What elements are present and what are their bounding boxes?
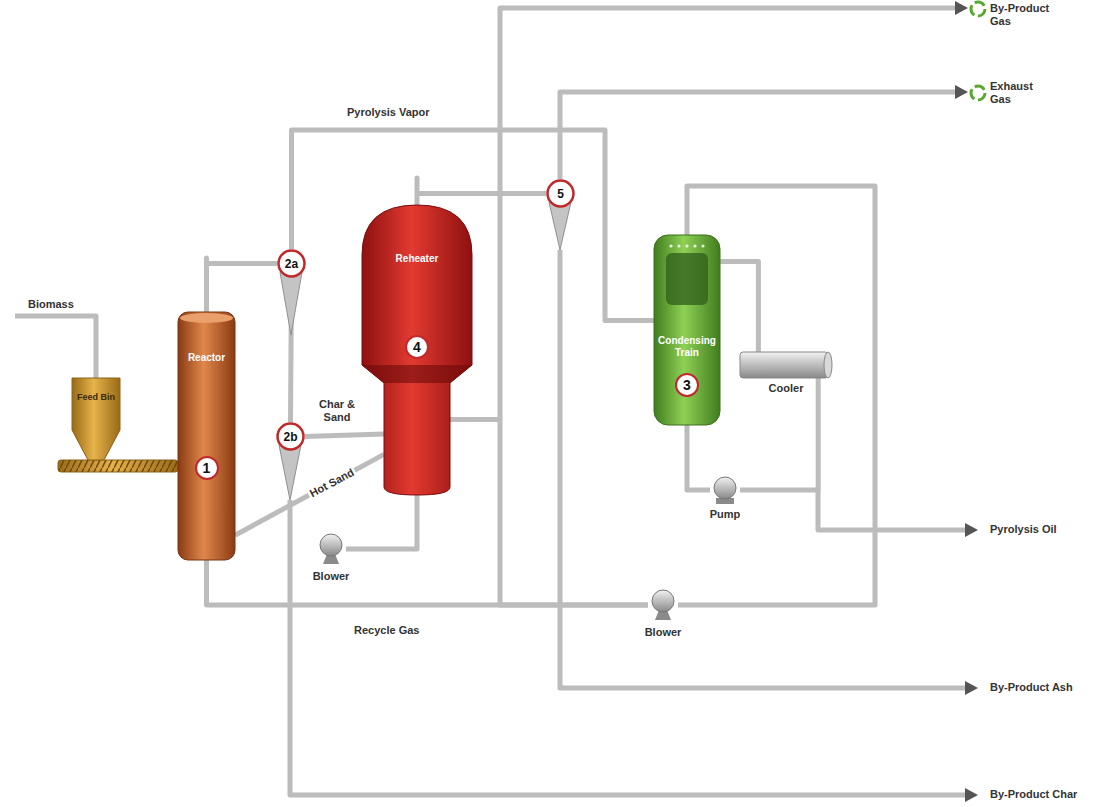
edge-label: Pyrolysis Vapor xyxy=(345,106,432,119)
pump-casing xyxy=(714,477,736,499)
edge-label: Char & Sand xyxy=(310,398,364,424)
pipe-connector xyxy=(720,262,758,352)
node-label: 5 xyxy=(557,187,564,201)
outlet-label: Pyrolysis Oil xyxy=(990,523,1057,536)
cyclone-cone xyxy=(280,272,302,335)
node-shape xyxy=(178,312,235,560)
spray-nozzle xyxy=(677,244,680,247)
pump: Pump xyxy=(710,476,740,504)
callout-circle xyxy=(279,251,305,277)
node-label: 2a xyxy=(285,257,298,271)
gas-outlet-pipe xyxy=(500,8,955,420)
spray-nozzle xyxy=(669,244,672,247)
pipe-connector xyxy=(305,434,384,436)
pipe-connector xyxy=(292,130,655,321)
pipe-connector xyxy=(235,454,384,535)
node-shape xyxy=(648,590,678,620)
blower: Blower xyxy=(648,590,678,620)
node-shape xyxy=(72,378,120,460)
reheater-vessel: Reheater 4 xyxy=(362,205,472,495)
cyclone-cone xyxy=(549,202,571,250)
char-pipe xyxy=(290,500,965,795)
callout-number: 4 xyxy=(405,335,429,359)
cooler-shell xyxy=(740,352,828,378)
node-label: Pump xyxy=(710,508,741,521)
arrow-head xyxy=(965,523,978,537)
cyclone-callout: 2b xyxy=(276,422,305,451)
reactor-body xyxy=(178,312,235,560)
node-label: Blower xyxy=(645,626,682,639)
pipe-connector xyxy=(687,425,710,490)
condensing-train: Condensing Train 3 xyxy=(654,235,720,425)
blower: Blower xyxy=(316,534,346,564)
callout-circle xyxy=(278,424,304,450)
arrow-head xyxy=(965,788,978,802)
feed-bin: Feed Bin xyxy=(72,378,120,460)
recycle-icon xyxy=(971,2,985,16)
pipe-connector xyxy=(417,178,546,205)
node-shape xyxy=(316,534,346,564)
condenser-body xyxy=(654,235,720,425)
callout-number: 3 xyxy=(675,373,699,397)
connector-group xyxy=(96,130,875,605)
arrow-head xyxy=(955,85,968,99)
spray-nozzle xyxy=(685,244,688,247)
pipe-connector xyxy=(346,495,417,549)
outlet-label: By-Product Ash xyxy=(990,681,1073,694)
pipe-connector xyxy=(740,378,818,490)
recycle-icon xyxy=(971,86,985,100)
screw-thread xyxy=(58,460,178,472)
reactor-vessel: Reactor 1 xyxy=(178,312,235,560)
node-label: Blower xyxy=(313,570,350,583)
hopper-body xyxy=(72,378,120,460)
biomass-pipe xyxy=(15,316,96,378)
reheater-body xyxy=(362,205,472,495)
node-label: Reactor xyxy=(188,352,225,364)
spray-nozzle xyxy=(693,244,696,247)
oil-pipe xyxy=(818,490,965,530)
blower-casing xyxy=(652,590,674,612)
outlet-label: By-Product Gas xyxy=(990,2,1060,28)
blower-casing xyxy=(320,534,342,556)
edge-label: Recycle Gas xyxy=(352,624,421,637)
ash-pipe xyxy=(560,250,965,688)
arrow-head xyxy=(955,1,968,15)
pipe-connector xyxy=(207,560,649,605)
spray-nozzle xyxy=(701,244,704,247)
cooler-end xyxy=(824,352,832,378)
demister xyxy=(666,253,708,305)
outlet-label: By-Product Char xyxy=(990,788,1077,801)
outlet-label: Exhaust Gas xyxy=(990,80,1052,106)
callout-number: 1 xyxy=(195,456,219,480)
node-label: Cooler xyxy=(769,382,804,395)
pipe-connector xyxy=(207,258,278,312)
cooler: Cooler xyxy=(740,352,832,378)
cyclone-cone xyxy=(279,445,301,500)
cyclone-callout: 5 xyxy=(546,179,575,208)
edge-label: Hot Sand xyxy=(306,465,358,501)
arrow-head xyxy=(965,681,978,695)
cyclone-callout: 2a xyxy=(277,249,306,278)
node-label: Condensing Train xyxy=(657,335,717,359)
node-label: Feed Bin xyxy=(77,392,115,402)
node-shape xyxy=(710,476,740,504)
exhaust-pipe xyxy=(560,92,955,179)
reactor-cap xyxy=(180,313,233,323)
reheater-band xyxy=(362,365,472,383)
feed-screw xyxy=(58,460,178,472)
node-shape xyxy=(740,352,832,378)
inlet-label: Biomass xyxy=(28,298,74,311)
callout-circle xyxy=(548,181,574,207)
pipe-connector xyxy=(450,420,648,605)
node-label: Reheater xyxy=(396,253,439,265)
node-label: 2b xyxy=(283,430,297,444)
